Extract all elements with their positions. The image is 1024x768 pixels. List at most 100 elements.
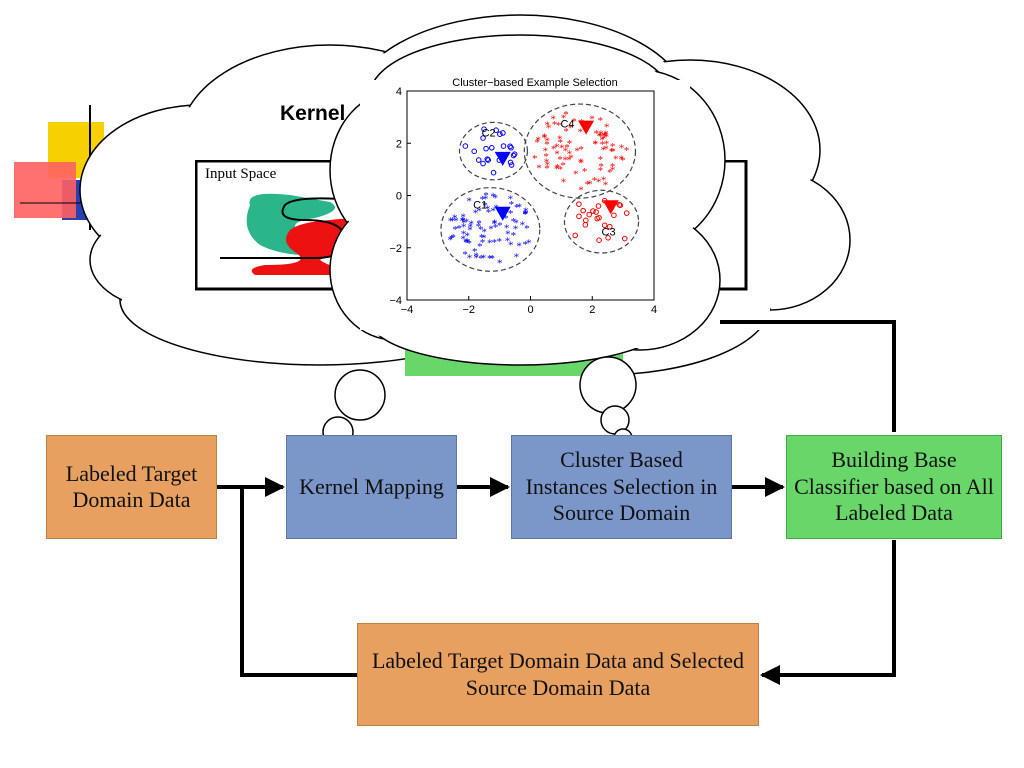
data-point (595, 203, 602, 209)
data-point: * (522, 209, 528, 221)
cluster-c2: C2 (458, 121, 529, 181)
data-point: * (460, 212, 466, 224)
data-point: * (503, 213, 509, 225)
data-point: * (483, 194, 489, 206)
data-point: * (465, 230, 471, 242)
cluster-boundary (440, 187, 541, 272)
chart-title: Cluster−based Example Selection (452, 77, 617, 89)
data-point: * (544, 139, 550, 151)
x-tick-label: −4 (401, 304, 414, 316)
data-point: * (468, 221, 474, 233)
data-point: * (577, 126, 583, 138)
data-point: * (593, 139, 599, 151)
data-point: * (607, 167, 613, 179)
cluster-label: C3 (602, 227, 616, 239)
data-point: * (492, 192, 498, 204)
data-point: * (597, 130, 603, 142)
data-point: * (452, 224, 458, 236)
data-point: * (449, 233, 455, 245)
data-point (576, 213, 582, 220)
data-point: * (505, 229, 511, 241)
data-point: * (490, 191, 496, 203)
data-point: * (599, 134, 605, 146)
data-point: * (603, 180, 609, 192)
data-point (580, 207, 586, 214)
data-point: * (610, 161, 616, 173)
data-point: * (610, 165, 616, 177)
data-point (471, 148, 478, 155)
data-point: * (463, 237, 469, 249)
data-point: * (509, 199, 515, 211)
data-point: * (564, 142, 570, 154)
data-point: * (476, 221, 482, 233)
data-point (480, 135, 486, 141)
data-point: * (511, 230, 517, 242)
data-point: * (476, 205, 482, 217)
data-point: * (505, 236, 511, 248)
selected-example-marker (578, 120, 595, 135)
data-point: * (604, 139, 610, 151)
data-point: * (478, 224, 484, 236)
data-point: * (492, 218, 498, 230)
data-point: * (487, 253, 493, 265)
data-point: * (473, 208, 479, 220)
data-point: * (504, 222, 510, 234)
data-point: * (610, 146, 616, 158)
arrow-classifier-to-combined (760, 540, 896, 685)
data-point: * (544, 157, 550, 169)
kernel-cloud-title: Kernel (280, 102, 346, 125)
data-point (596, 237, 602, 244)
cluster-selection-box: Cluster Based Instances Selection in Sou… (511, 435, 732, 539)
data-point: * (514, 252, 520, 264)
data-point: * (587, 179, 593, 191)
data-point: * (560, 160, 566, 172)
data-point: * (602, 130, 608, 142)
data-point (586, 211, 593, 218)
data-point (601, 222, 608, 229)
data-point: * (520, 219, 526, 231)
labeled-target-domain-box: Labeled Target Domain Data (46, 435, 217, 539)
data-point (493, 127, 499, 133)
y-tick-label: 0 (396, 191, 402, 203)
cluster-label: C4 (560, 119, 574, 131)
data-point: * (492, 237, 498, 249)
data-point: * (604, 132, 610, 144)
data-point (582, 222, 589, 228)
data-point (508, 162, 515, 168)
data-point: * (523, 239, 529, 251)
data-point (481, 126, 487, 133)
data-point: * (546, 122, 552, 134)
data-point: * (448, 215, 454, 227)
cluster-c1: ****************************************… (440, 187, 541, 272)
data-point: * (624, 145, 630, 157)
data-point: * (598, 129, 604, 141)
data-point: * (574, 145, 580, 157)
data-point: * (563, 145, 569, 157)
data-point (510, 152, 517, 159)
data-point: * (542, 133, 548, 145)
data-point: * (466, 238, 472, 250)
data-point: * (555, 162, 561, 174)
data-point (593, 209, 599, 215)
cluster-c4: ****************************************… (523, 103, 637, 199)
cluster-label: C1 (473, 200, 487, 212)
combined-data-box: Labeled Target Domain Data and Selected … (357, 623, 759, 726)
data-point: * (513, 218, 519, 230)
data-point: * (601, 133, 607, 145)
data-point: * (568, 123, 574, 135)
data-point: * (562, 155, 568, 167)
selected-example-marker (494, 151, 511, 166)
cluster-boundary (563, 189, 640, 254)
data-point: * (543, 145, 549, 157)
data-point: * (469, 219, 475, 231)
data-point: * (460, 216, 466, 228)
data-point: * (598, 161, 604, 173)
x-tick-label: 4 (651, 304, 657, 316)
data-point: * (497, 220, 503, 232)
data-point (572, 232, 579, 239)
data-point: * (452, 212, 458, 224)
data-point: * (473, 250, 479, 262)
